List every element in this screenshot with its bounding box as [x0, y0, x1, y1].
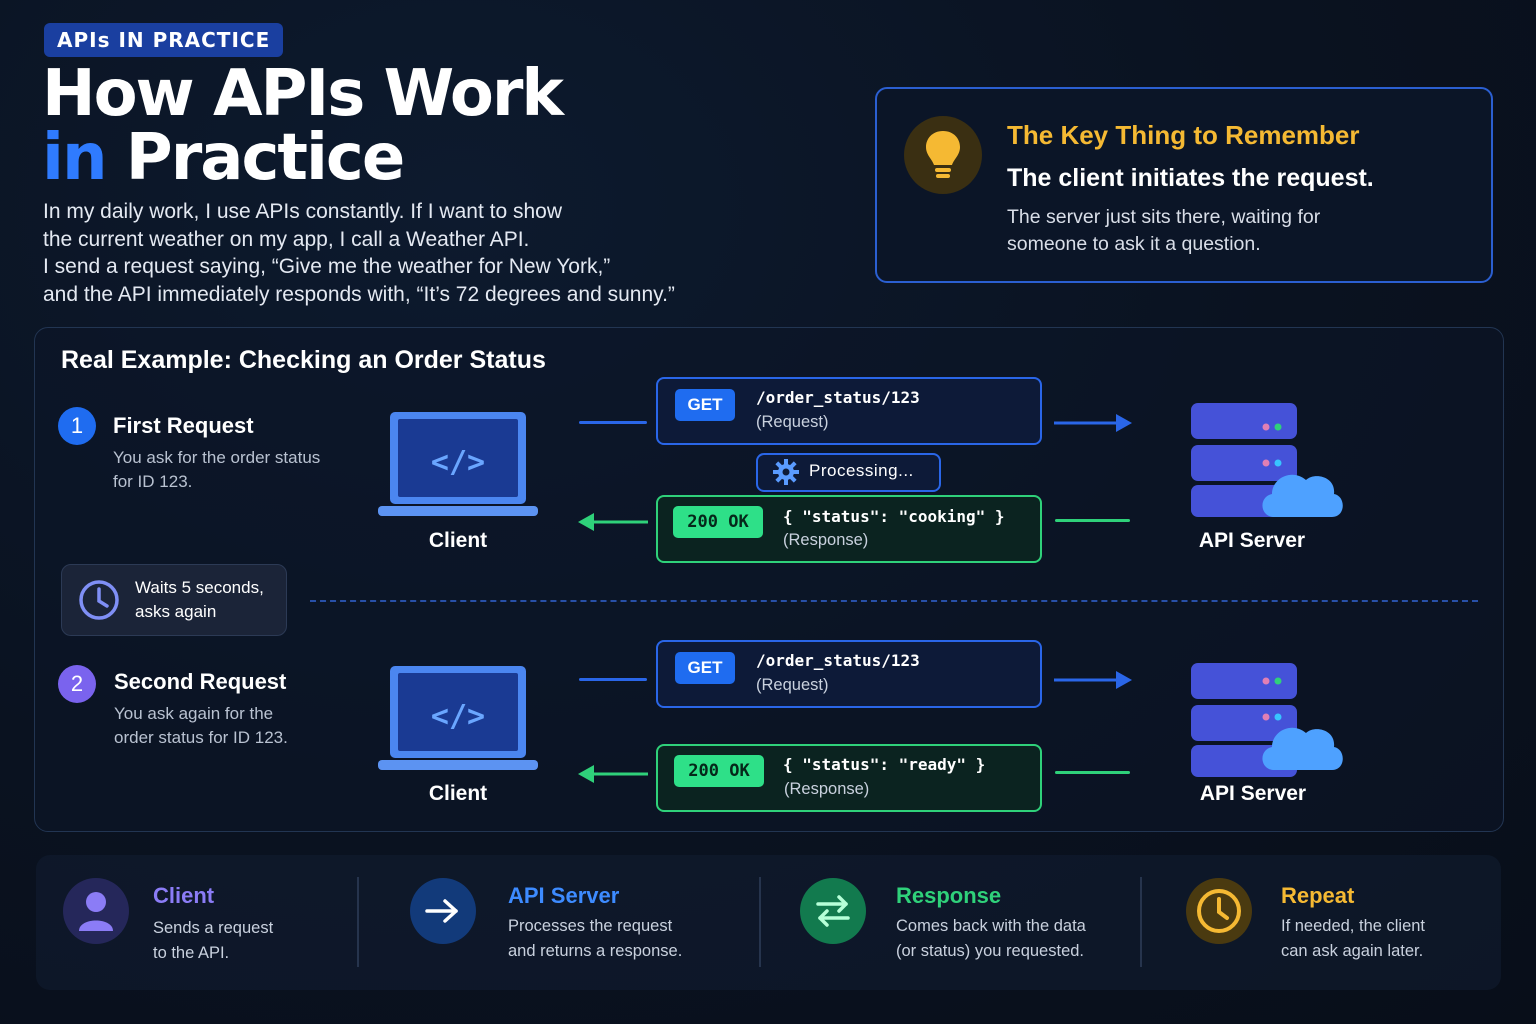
request-line [579, 678, 647, 681]
legend-response-text: Comes back with the data (or status) you… [896, 914, 1116, 964]
step-1-text-line: for ID 123. [113, 472, 193, 491]
get-method-badge: GET [675, 652, 735, 684]
key-text-line: The server just sits there, waiting for [1007, 206, 1321, 228]
title-word-white: Practice [125, 121, 405, 195]
server-cloud-icon [1191, 403, 1343, 517]
response-line [1055, 771, 1130, 774]
legend-client-text: Sends a request to the API. [153, 916, 373, 966]
legend-server-text: Processes the request and returns a resp… [508, 914, 728, 964]
step-2-text: You ask again for the order status for I… [114, 702, 354, 750]
legend-footer [36, 855, 1501, 990]
request-line [579, 421, 647, 424]
intro-line: and the API immediately responds with, “… [43, 282, 675, 306]
request-note: (Request) [756, 676, 829, 694]
user-icon [63, 878, 129, 944]
key-title: The Key Thing to Remember [1007, 120, 1360, 150]
request-note: (Request) [756, 413, 829, 431]
intro-line: I send a request saying, “Give me the we… [43, 255, 611, 278]
page-title: How APIs Work in Practice [42, 57, 564, 190]
legend-text-line: Sends a request [153, 919, 274, 937]
title-line-2: in Practice [42, 126, 562, 190]
legend-divider [357, 877, 359, 967]
arrow-right-icon [1054, 671, 1132, 689]
response-note: (Response) [784, 780, 870, 798]
intro-paragraph: In my daily work, I use APIs constantly.… [43, 198, 723, 308]
step-2-text-line: You ask again for the [114, 704, 274, 723]
exchange-icon [800, 878, 866, 944]
wait-text-line: asks again [135, 602, 217, 621]
legend-text-line: to the API. [153, 944, 230, 962]
legend-text-line: and returns a response. [508, 942, 683, 960]
step-2-title: Second Request [114, 669, 287, 694]
legend-divider [759, 877, 761, 967]
key-text: The server just sits there, waiting for … [1007, 204, 1387, 258]
intro-line: In my daily work, I use APIs constantly.… [43, 200, 562, 223]
key-thing-box [875, 87, 1493, 283]
client-label: Client [428, 782, 488, 805]
title-line-1: How APIs Work [42, 57, 564, 131]
response-note: (Response) [783, 531, 869, 549]
wait-text: Waits 5 seconds, asks again [135, 576, 285, 624]
svg-text:</>: </> [431, 445, 485, 480]
key-subtitle: The client initiates the request. [1007, 164, 1374, 192]
intro-line: the current weather on my app, I call a … [43, 227, 530, 251]
legend-text-line: can ask again later. [1281, 942, 1424, 960]
arrow-left-icon [578, 513, 648, 531]
get-method-badge: GET [675, 389, 735, 421]
processing-text: Processing... [809, 461, 914, 480]
section-tag: APIs IN PRACTICE [44, 23, 284, 57]
step-2-number: 2 [58, 665, 96, 703]
laptop-icon: </> [378, 666, 538, 770]
clock-icon [1186, 878, 1252, 944]
legend-response-title: Response [896, 883, 1002, 908]
server-cloud-icon [1191, 663, 1343, 777]
example-title: Real Example: Checking an Order Status [61, 346, 546, 374]
legend-repeat-title: Repeat [1281, 883, 1355, 908]
arrow-right-icon [1054, 414, 1132, 432]
step-1-text-line: You ask for the order status [113, 448, 321, 467]
step-1-title: First Request [113, 413, 254, 438]
arrow-left-icon [578, 765, 648, 783]
gear-icon [773, 459, 799, 485]
clock-icon [79, 580, 119, 620]
key-text-line: someone to ask it a question. [1007, 233, 1261, 255]
title-word-blue: in [42, 121, 107, 195]
step-2-text-line: order status for ID 123. [114, 728, 288, 747]
legend-repeat-text: If needed, the client can ask again late… [1281, 914, 1501, 964]
wait-text-line: Waits 5 seconds, [135, 578, 264, 597]
request-path: /order_status/123 [756, 388, 920, 407]
arrow-right-icon [410, 878, 476, 944]
legend-divider [1140, 877, 1142, 967]
response-body: { "status": "ready" } [783, 755, 986, 774]
api-server-label: API Server [1198, 529, 1306, 552]
api-server-label: API Server [1199, 782, 1307, 805]
legend-text-line: Processes the request [508, 917, 673, 935]
status-ok-badge: 200 OK [673, 506, 763, 538]
step-1-text: You ask for the order status for ID 123. [113, 446, 353, 494]
lightbulb-icon [904, 116, 982, 194]
divider [310, 600, 1478, 602]
step-1-number: 1 [58, 407, 96, 445]
status-ok-badge: 200 OK [674, 755, 764, 787]
legend-client-title: Client [153, 883, 215, 908]
response-body: { "status": "cooking" } [783, 507, 1005, 526]
legend-server-title: API Server [508, 883, 620, 908]
svg-text:</>: </> [431, 699, 485, 734]
legend-text-line: (or status) you requested. [896, 942, 1085, 960]
client-label: Client [428, 529, 488, 552]
response-line [1055, 519, 1130, 522]
request-path: /order_status/123 [756, 651, 920, 670]
laptop-icon: </> [378, 412, 538, 516]
legend-text-line: If needed, the client [1281, 917, 1426, 935]
legend-text-line: Comes back with the data [896, 917, 1086, 935]
